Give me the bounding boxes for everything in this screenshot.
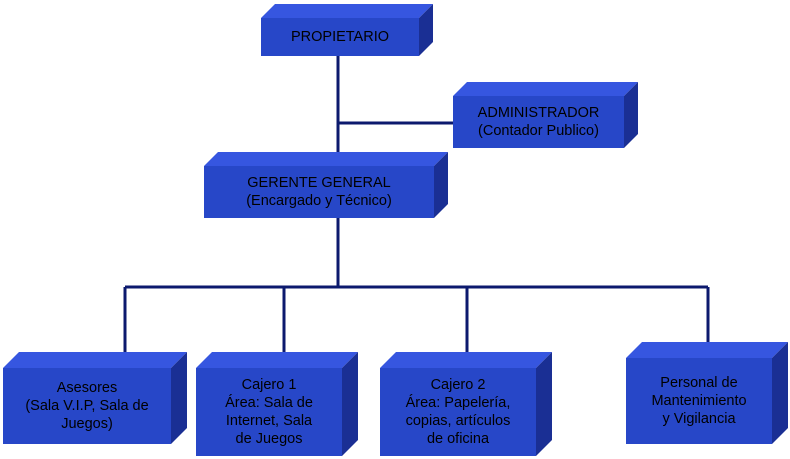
cashier1-label: Cajero 1 Área: Sala de Internet, Sala de… bbox=[225, 377, 313, 447]
owner-label: PROPIETARIO bbox=[290, 29, 390, 45]
general-manager-title: GERENTE GENERAL bbox=[247, 175, 391, 191]
cashier1-box: Cajero 1 Área: Sala de Internet, Sala de… bbox=[196, 352, 358, 456]
administrator-subtitle: (Contador Publico) bbox=[478, 123, 599, 139]
administrator-title: ADMINISTRADOR bbox=[477, 105, 600, 121]
administrator-box: ADMINISTRADOR (Contador Publico) bbox=[453, 82, 638, 148]
general-manager-subtitle: (Encargado y Técnico) bbox=[246, 193, 392, 209]
maintenance-box: Personal de Mantenimiento y Vigilancia bbox=[626, 342, 788, 444]
maintenance-label: Personal de Mantenimiento y Vigilancia bbox=[651, 375, 747, 427]
advisors-box: Asesores (Sala V.I.P, Sala de Juegos) bbox=[3, 352, 187, 444]
cashier2-label: Cajero 2 Área: Papelería, copias, artícu… bbox=[405, 377, 511, 447]
owner-box: PROPIETARIO bbox=[261, 4, 433, 56]
general-manager-box: GERENTE GENERAL (Encargado y Técnico) bbox=[204, 152, 448, 218]
cashier2-box: Cajero 2 Área: Papelería, copias, artícu… bbox=[380, 352, 552, 456]
advisors-label: Asesores (Sala V.I.P, Sala de Juegos) bbox=[25, 380, 149, 432]
